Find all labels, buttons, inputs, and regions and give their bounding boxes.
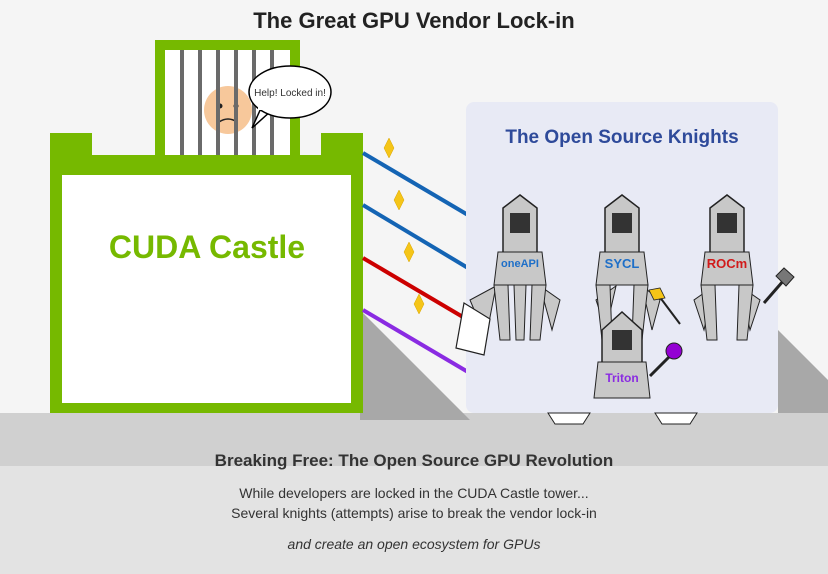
- castle-battlement-right: [321, 133, 363, 173]
- castle-shadow: [360, 310, 470, 420]
- footer-line-3: and create an open ecosystem for GPUs: [288, 536, 541, 552]
- beam-4: [361, 308, 470, 374]
- castle-battlement-left: [50, 133, 92, 173]
- prisoner-face: [204, 86, 252, 134]
- tower-bars: [180, 50, 274, 155]
- right-slope: [778, 330, 828, 413]
- speech-bubble: Help! Locked in!: [248, 65, 332, 129]
- castle-inner: [62, 175, 351, 403]
- knight-foot: [654, 412, 698, 425]
- knight-label-rocm: ROCm: [707, 256, 747, 271]
- flag-icon: [648, 287, 681, 325]
- speech-text: Help! Locked in!: [254, 88, 326, 99]
- shield: [455, 302, 491, 356]
- knight-triton: Triton: [593, 310, 651, 399]
- cuda-castle: CUDA Castle: [50, 40, 363, 413]
- sparkle-icon: [383, 137, 395, 159]
- knight-oneapi: oneAPI: [469, 194, 561, 341]
- diagram-title: The Great GPU Vendor Lock-in: [253, 8, 575, 33]
- knight-label-oneapi: oneAPI: [501, 258, 539, 270]
- footer-band: [0, 466, 828, 574]
- footer-line-1: While developers are locked in the CUDA …: [239, 485, 588, 501]
- sparkle-icon: [413, 293, 425, 315]
- beam-2: [361, 203, 470, 270]
- knights-panel-title: The Open Source Knights: [505, 127, 738, 148]
- beam-3: [361, 256, 470, 322]
- beam-1: [361, 151, 470, 217]
- knight-label-sycl: SYCL: [605, 256, 640, 271]
- knight-foot: [547, 412, 591, 425]
- knight-sycl: SYCL: [595, 194, 661, 341]
- castle-label: CUDA Castle: [109, 229, 305, 265]
- sparkle-icon: [403, 241, 415, 263]
- sparkle-icon: [393, 189, 405, 211]
- knight-label-triton: Triton: [605, 371, 638, 385]
- footer-line-2: Several knights (attempts) arise to brea…: [231, 505, 597, 521]
- sparkles: [383, 137, 425, 315]
- staff-icon: [648, 342, 683, 378]
- knight-rocm: ROCm: [693, 194, 761, 341]
- attack-beams: [361, 151, 470, 374]
- footer-heading: Breaking Free: The Open Source GPU Revol…: [215, 451, 614, 470]
- hammer-icon: [762, 267, 795, 304]
